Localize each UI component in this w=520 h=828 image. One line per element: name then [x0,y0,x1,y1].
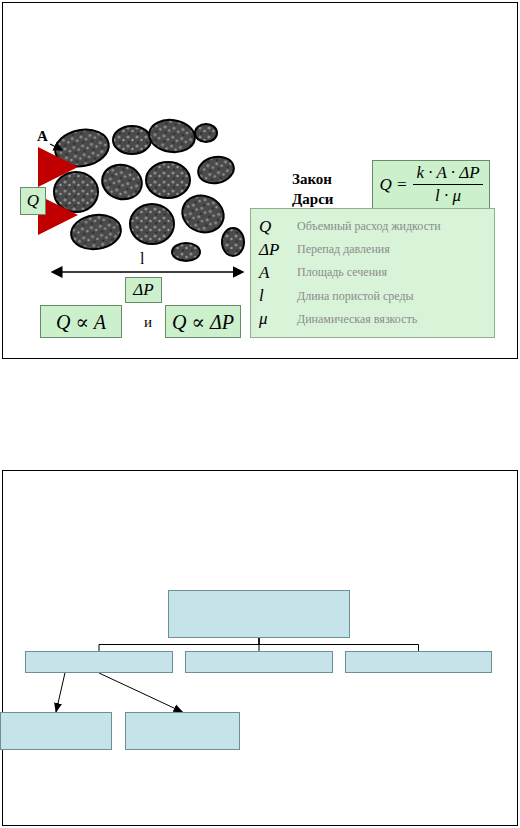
branch-box [185,651,333,673]
length-dimension [52,271,243,273]
connector [259,638,419,651]
text: A [259,263,297,283]
fraction: k · A · ΔPl · μ [413,163,482,206]
branch-box [25,651,173,673]
text: Объемный расход жидкости [297,219,441,234]
leaf-box [0,712,112,750]
text: Q [27,191,39,211]
porous-grains [52,117,244,261]
slide-frame [3,3,518,359]
text: Q [259,217,297,237]
text: ΔP [259,240,297,260]
definitions-box: QОбъемный расход жидкостиΔPПерепад давле… [250,208,495,338]
area-label: A [37,128,48,145]
law-title: Закон Дарси [292,170,354,209]
conjunction-label: и [144,314,152,331]
branch-box [345,651,492,673]
root-box [168,590,350,638]
slide-frame [3,471,518,826]
text: Q ∝ A [56,310,106,334]
text: μ [259,309,297,329]
text: l · μ [435,185,461,206]
formula-box: Q = k · A · ΔPl · μ [372,160,490,209]
text: Перепад давления [297,242,441,257]
leaf-box [125,712,240,750]
length-label: l [140,250,144,268]
area-pointer [50,144,62,150]
flow-arrows [46,167,68,215]
connector [99,638,259,651]
text: Динамическая вязкость [297,312,441,327]
symbol-box: Q [20,187,46,215]
text: ΔP [133,280,153,300]
text: Q = [379,175,407,195]
text: l [259,286,297,306]
text: Длина пористой среды [297,289,441,304]
text: Q ∝ ΔP [172,310,234,334]
symbol-box: ΔP [125,277,162,303]
connector [99,673,183,712]
text: k · A · ΔP [413,163,482,185]
connector [56,673,65,712]
proportion-box: Q ∝ ΔP [165,305,241,338]
proportion-box: Q ∝ A [40,305,122,338]
text: Площадь сечения [297,265,441,280]
